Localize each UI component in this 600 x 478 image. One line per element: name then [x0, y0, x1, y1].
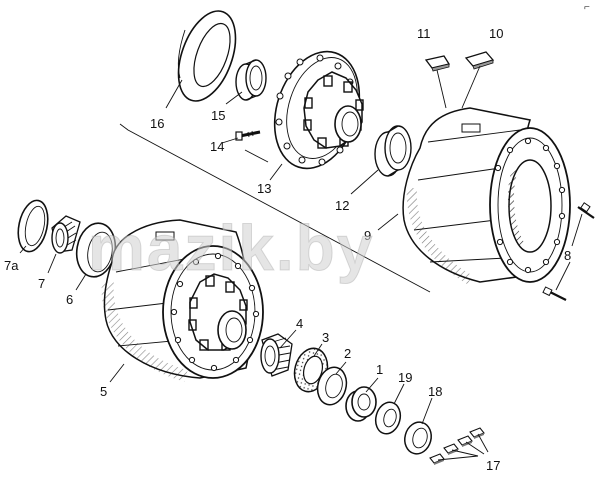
callout-12: 12 — [335, 198, 349, 213]
part-washer-2 — [316, 366, 348, 406]
callout-7a: 7a — [4, 258, 19, 273]
callout-18: 18 — [428, 384, 442, 399]
corner-mark: ⌐ — [584, 2, 590, 13]
callout-17: 17 — [486, 458, 500, 473]
callout-19: 19 — [398, 370, 412, 385]
part-seal-ring-6 — [75, 222, 117, 278]
callout-6: 6 — [66, 292, 73, 307]
callout-7: 7 — [38, 276, 45, 291]
part-seal-ring-7a — [17, 199, 49, 253]
callout-8: 8 — [564, 248, 571, 263]
part-bolts-8 — [542, 202, 595, 301]
part-balance-weights-17 — [429, 427, 485, 465]
callout-10: 10 — [489, 26, 503, 41]
part-brake-drum-9 — [402, 107, 571, 285]
callout-2: 2 — [344, 346, 351, 361]
callout-9: 9 — [364, 228, 371, 243]
callout-11: 11 — [417, 26, 431, 41]
part-bearing-race-15 — [235, 59, 267, 101]
callout-4: 4 — [296, 316, 303, 331]
part-gasket-18 — [404, 421, 432, 455]
axis-lines — [119, 123, 431, 293]
callout-labels: 16 15 14 13 12 11 10 9 8 7a 7 6 5 4 3 2 … — [4, 26, 571, 473]
callout-5: 5 — [100, 384, 107, 399]
part-brake-seal-disc — [177, 10, 237, 102]
part-hub-drum-assembly-5 — [101, 219, 264, 382]
part-washer-19 — [374, 401, 402, 435]
callout-3: 3 — [322, 330, 329, 345]
part-bearing-race-12 — [374, 125, 412, 177]
callout-15: 15 — [211, 108, 225, 123]
part-nut-1 — [345, 386, 377, 422]
part-roller-bearing-7 — [51, 215, 81, 254]
leader-lines — [19, 65, 583, 461]
part-wheel-hub-13 — [273, 50, 364, 170]
part-bolt-14 — [235, 130, 261, 141]
callout-14: 14 — [210, 139, 224, 154]
callout-1: 1 — [376, 362, 383, 377]
callout-13: 13 — [257, 181, 271, 196]
part-balance-weight-10 — [464, 51, 495, 70]
part-balance-weight-11 — [424, 55, 451, 72]
callout-16: 16 — [150, 116, 164, 131]
watermark: mazik.by — [88, 212, 374, 284]
part-roller-bearing-4 — [260, 333, 293, 377]
